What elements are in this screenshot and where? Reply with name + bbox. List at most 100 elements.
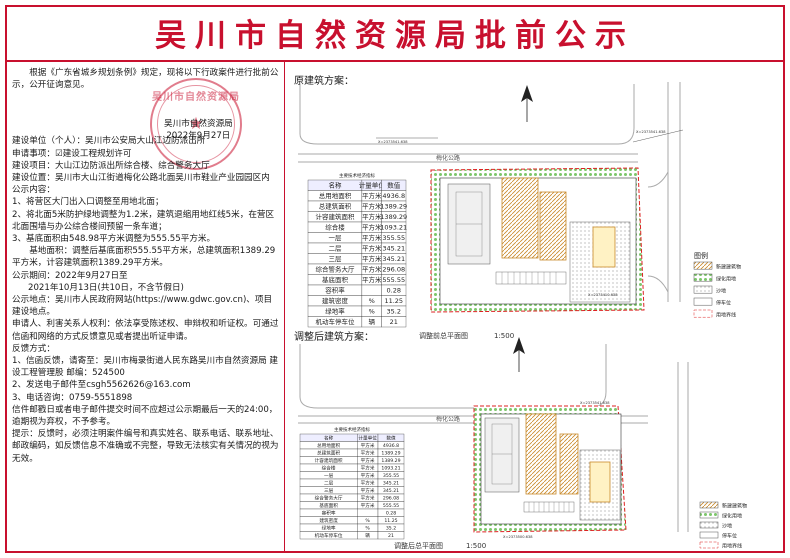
table-value: 辆 <box>365 532 370 539</box>
legend-swatch <box>699 501 719 509</box>
legend-swatch <box>693 285 713 294</box>
signature-org: 吴川市自然资源局 <box>164 119 233 129</box>
table-title: 主要技术经济指标 <box>339 172 375 179</box>
seal-text: 吴川市自然资源局 <box>152 92 240 103</box>
before-label: 原建筑方案： <box>294 76 354 87</box>
legend-swatch <box>699 521 719 529</box>
field-value: 大山江边防派出所综合楼、综合警务大厅 <box>54 160 210 171</box>
table-value: 35.2 <box>386 525 396 531</box>
content-list: 1、将营区大门出入口调整至用地北面；2、将北面5米防护绿地调整为1.2米，建筑退… <box>12 196 280 245</box>
legend-label: 用地界线 <box>722 543 742 550</box>
table-value: 二层 <box>328 245 342 253</box>
table-value: 基底面积 <box>322 275 349 284</box>
field-label: 建设位置： <box>12 173 55 184</box>
table-value: 平方米 <box>361 457 375 464</box>
legend-label: 用地界线 <box>716 312 736 319</box>
notice-frame <box>5 5 785 553</box>
after-plan-scale: 1:500 <box>466 542 486 550</box>
table-value: % <box>369 308 375 316</box>
drawing-panel: 原建筑方案： 调整后建筑方案： 梅化公路 <box>288 62 782 552</box>
table-header: 计量单位 <box>358 434 377 441</box>
content-item: 3、基底面积由548.98平方米调整为555.55平方米。 <box>12 234 216 245</box>
table-value: 绿地率 <box>325 307 345 316</box>
intro-text: 根据《广东省城乡规划条例》规定，现将以下行政案件进行批前公示，公开征询意见。 <box>12 68 279 91</box>
seal-inner-ring <box>157 85 235 163</box>
before-coord-a: X=2373541.638 <box>378 140 408 144</box>
table-value: 建筑密度 <box>319 517 338 524</box>
field-value: 吴川市公安局大山江边防派出所 <box>85 136 206 147</box>
page-title: 吴川市自然资源局批前公示 <box>155 18 635 54</box>
notice-text: 根据《广东省城乡规划条例》规定，现将以下行政案件进行批前公示，公开征询意见。 建… <box>12 67 280 465</box>
table-value: 综合警务大厅 <box>315 265 355 274</box>
legend-label: 停车位 <box>722 533 737 540</box>
table-value: 容积率 <box>325 286 345 295</box>
before-plan: 梅化公路 X=2373541.638 X=2373541.638 X=23734… <box>298 82 684 340</box>
feedback-item: 2、发送电子邮件至csgh5562626@163.com <box>12 380 191 391</box>
table-value: 平方米 <box>361 479 375 486</box>
project-fields: 建设单位（个人）：吴川市公安局大山江边防派出所申请事项：☑建设工程规划许可建设项… <box>12 135 280 184</box>
table-value: 4936.8 <box>383 443 399 449</box>
table-value: 绿地率 <box>322 524 336 531</box>
table-value: 355.55 <box>383 473 399 479</box>
legend-swatch <box>693 297 713 306</box>
table-value: 一层 <box>328 234 342 242</box>
period-line: 公示期间：2022年9月27日至 <box>12 270 280 282</box>
table-value: 21 <box>390 318 398 326</box>
before-coord-b: X=2373541.638 <box>636 130 666 134</box>
table-value: 平方米 <box>362 275 382 284</box>
field-label: 申请事项： <box>12 148 55 159</box>
rights-text: 申请人、利害关系人权利：依法享受陈述权、申辩权和听证权。可通过信函和网络的方式反… <box>12 319 279 342</box>
table-value: 建筑密度 <box>322 296 349 305</box>
table-value: % <box>369 297 375 305</box>
legend-title: 图例 <box>694 251 708 260</box>
legend-label: 停车位 <box>716 300 731 307</box>
before-plan-title: 调整前总平面图 <box>419 331 468 340</box>
table-value: 计容建筑面积 <box>315 212 355 221</box>
table-value: 平方米 <box>361 472 375 479</box>
legend-swatch <box>699 531 719 539</box>
table-value: 345.21 <box>383 480 399 486</box>
table-value: % <box>365 525 370 531</box>
table-value: 555.55 <box>382 276 405 284</box>
table-header: 名称 <box>324 434 334 441</box>
table-value: 1389.29 <box>381 450 400 456</box>
table-value: 平方米 <box>361 442 375 449</box>
before-coord-c: X=2373410.638 <box>588 293 618 297</box>
seal-star-icon: ★ <box>188 114 204 134</box>
after-label: 调整后建筑方案： <box>294 332 374 343</box>
after-plan-title: 调整后总平面图 <box>394 541 443 550</box>
table-value: 296.08 <box>383 495 399 501</box>
table-value: 容积率 <box>322 509 336 516</box>
field-label: 建设项目： <box>12 160 55 171</box>
before-road-label: 梅化公路 <box>436 154 460 162</box>
table-value: 平方米 <box>362 244 382 253</box>
legend-swatch <box>693 261 713 270</box>
period-label: 公示期间： <box>12 270 55 281</box>
title-divider <box>5 60 785 62</box>
table-value: 355.55 <box>382 234 405 242</box>
table-value: 0.28 <box>386 510 396 516</box>
table-value: 综合楼 <box>325 223 345 232</box>
field-label: 建设单位（个人）： <box>12 136 86 147</box>
table-value: 11.25 <box>384 518 397 524</box>
summary-text: 基地面积：调整后基底面积555.55平方米，总建筑面积1389.29平方米，计容… <box>12 246 276 269</box>
table-header: 数值 <box>387 181 401 190</box>
table-value: 总建筑面积 <box>319 202 352 211</box>
sites-text: 吴川市人民政府网站(https://www.gdwc.gov.cn)、项目建设地… <box>12 295 273 318</box>
field-value: ☑建设工程规划许可 <box>54 148 132 159</box>
legend-swatch <box>693 309 713 318</box>
table-cell <box>381 316 407 328</box>
project-field: 建设单位（个人）：吴川市公安局大山江边防派出所 <box>12 135 280 147</box>
after-road-label: 梅化公路 <box>436 415 460 423</box>
table-cell <box>357 508 379 517</box>
column-divider <box>284 62 285 553</box>
legend-label: 绿化用地 <box>716 276 736 283</box>
feedback-item: 3、电话咨询：0759-5551898 <box>12 392 133 403</box>
table-value: 555.55 <box>383 503 399 509</box>
note-text: 提示：反馈时，必须注明案件编号和真实姓名、联系电话、联系地址、邮政编码，如反馈信… <box>12 429 279 464</box>
table-value: 平方米 <box>361 502 375 509</box>
table-header: 计量单位 <box>359 181 386 190</box>
table-value: 平方米 <box>362 223 382 232</box>
table-value: 机动车停车位 <box>315 317 355 326</box>
